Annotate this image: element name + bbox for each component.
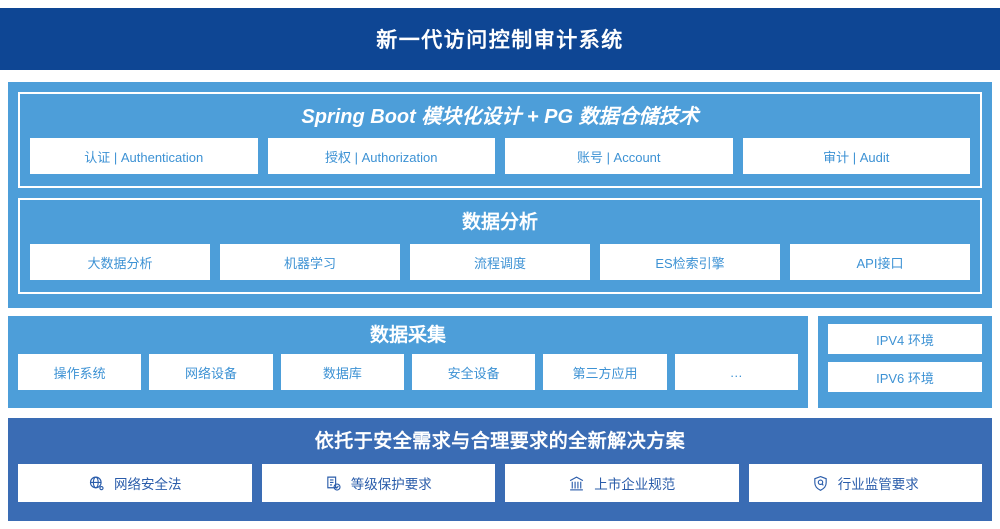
platform-group: Spring Boot 模块化设计 + PG 数据仓储技术 认证 | Authe…	[18, 92, 982, 188]
compliance-item-row: 网络安全法 等级保护要求	[18, 464, 982, 502]
compliance-title: 依托于安全需求与合理要求的全新解决方案	[314, 431, 686, 452]
compliance-item-cybersecurity-law[interactable]: 网络安全法	[18, 464, 252, 502]
platform-module-row: 认证 | Authentication 授权 | Authorization 账…	[30, 138, 970, 174]
collection-panel: 数据采集 操作系统 网络设备 数据库 安全设备 第三方应用 …	[8, 316, 808, 408]
analysis-module-row: 大数据分析 机器学习 流程调度 ES检索引擎 API接口	[30, 244, 970, 280]
platform-module-audit[interactable]: 审计 | Audit	[742, 138, 970, 174]
analysis-title: 数据分析	[461, 212, 538, 233]
compliance-item-label: 网络安全法	[114, 477, 182, 492]
bank-building-icon	[568, 475, 585, 492]
environment-item-ipv4[interactable]: IPV4 环境	[828, 324, 982, 354]
compliance-item-label: 行业监管要求	[837, 477, 919, 492]
shield-search-icon	[812, 475, 829, 492]
globe-network-icon	[88, 475, 105, 492]
collection-title: 数据采集	[369, 325, 446, 346]
analysis-module-bigdata[interactable]: 大数据分析	[30, 244, 210, 280]
collection-source-database[interactable]: 数据库	[280, 354, 404, 390]
analysis-module-es-search[interactable]: ES检索引擎	[600, 244, 780, 280]
collection-source-security-device[interactable]: 安全设备	[411, 354, 536, 390]
architecture-panel: Spring Boot 模块化设计 + PG 数据仓储技术 认证 | Authe…	[8, 82, 992, 308]
collection-source-network-device[interactable]: 网络设备	[149, 354, 273, 390]
collection-source-row: 操作系统 网络设备 数据库 安全设备 第三方应用 …	[18, 354, 798, 390]
platform-module-authorization[interactable]: 授权 | Authorization	[267, 138, 495, 174]
compliance-item-label: 上市企业规范	[594, 477, 676, 492]
platform-module-authentication[interactable]: 认证 | Authentication	[30, 138, 258, 174]
compliance-item-label: 等级保护要求	[350, 477, 432, 492]
header-bar: 新一代访问控制审计系统	[0, 8, 1000, 70]
compliance-item-industry-regulation[interactable]: 行业监管要求	[748, 464, 982, 502]
compliance-panel: 依托于安全需求与合理要求的全新解决方案 网络安全法	[8, 418, 992, 521]
analysis-group: 数据分析 大数据分析 机器学习 流程调度 ES检索引擎 API接口	[18, 198, 982, 294]
environment-panel: IPV4 环境 IPV6 环境	[818, 316, 992, 408]
page-title: 新一代访问控制审计系统	[376, 29, 624, 52]
compliance-item-listed-enterprise-standard[interactable]: 上市企业规范	[505, 464, 739, 502]
analysis-module-process-scheduling[interactable]: 流程调度	[410, 244, 590, 280]
platform-title: Spring Boot 模块化设计 + PG 数据仓储技术	[301, 106, 699, 128]
environment-item-ipv6[interactable]: IPV6 环境	[828, 362, 982, 392]
platform-module-account[interactable]: 账号 | Account	[505, 138, 733, 174]
document-check-icon	[325, 475, 342, 492]
compliance-item-classified-protection[interactable]: 等级保护要求	[261, 464, 495, 502]
collection-source-more[interactable]: …	[674, 354, 798, 390]
analysis-module-machine-learning[interactable]: 机器学习	[220, 244, 400, 280]
analysis-module-api[interactable]: API接口	[790, 244, 970, 280]
collection-source-third-party-app[interactable]: 第三方应用	[543, 354, 667, 390]
collection-source-os[interactable]: 操作系统	[18, 354, 142, 390]
